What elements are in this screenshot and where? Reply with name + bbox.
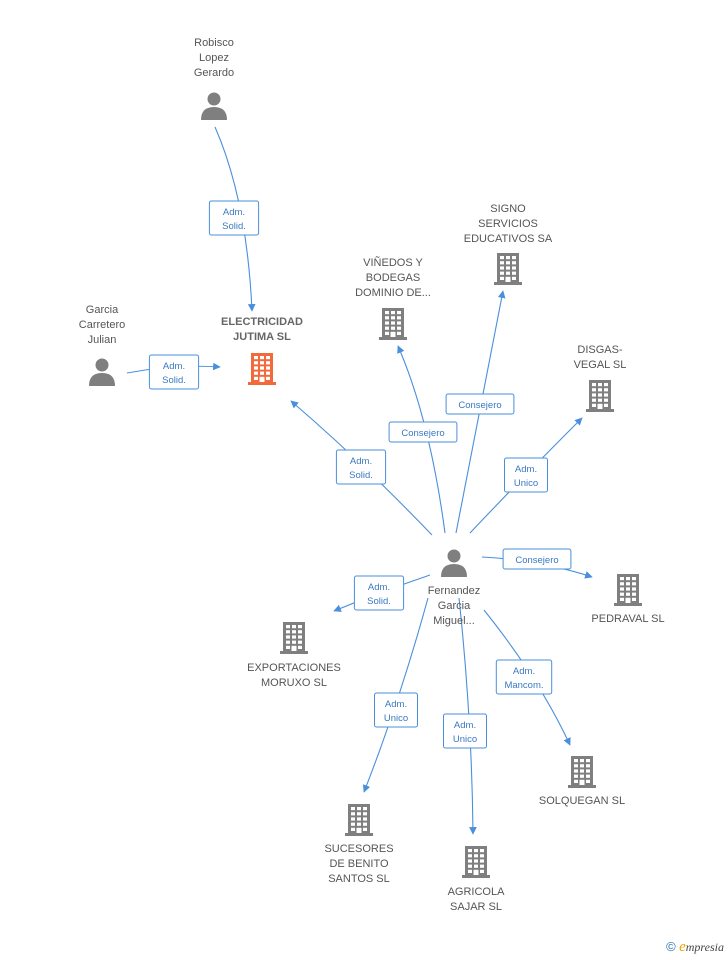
node-label: EDUCATIVOS SA bbox=[464, 233, 553, 245]
edge-label-garcia-electricidad[interactable]: Adm. Solid. bbox=[148, 354, 200, 390]
edge-label-fernandez-disgas[interactable]: Adm. Unico bbox=[504, 457, 548, 493]
node-label: AGRICOLA bbox=[448, 886, 506, 898]
edge-label-box bbox=[148, 354, 200, 390]
node-label: SOLQUEGAN SL bbox=[539, 795, 625, 807]
edge-label-text: Solid. bbox=[349, 470, 373, 481]
node-agricola[interactable]: AGRICOLA SAJAR SL bbox=[448, 846, 506, 913]
node-label: Robisco bbox=[194, 37, 234, 49]
edge-label-box bbox=[374, 692, 418, 728]
node-vinedos[interactable]: VIÑEDOS Y BODEGAS DOMINIO DE... bbox=[355, 256, 431, 340]
edge-label-fernandez-agricola[interactable]: Adm. Unico bbox=[443, 713, 487, 749]
empresia-logo: © empresia bbox=[666, 939, 724, 955]
edge-label-fernandez-signo[interactable]: Consejero bbox=[445, 393, 515, 415]
node-label: Miguel... bbox=[433, 615, 475, 627]
building-icon bbox=[614, 574, 642, 606]
edge-label-text: Solid. bbox=[367, 596, 391, 607]
edge-label-text: Solid. bbox=[222, 221, 246, 232]
edge-label-box bbox=[335, 449, 387, 485]
node-label: SANTOS SL bbox=[328, 873, 390, 885]
node-pedraval[interactable]: PEDRAVAL SL bbox=[591, 574, 665, 625]
edge-label-fernandez-solquegan[interactable]: Adm. Mancom. bbox=[495, 659, 553, 695]
node-label: DISGAS- bbox=[577, 344, 623, 356]
building-icon bbox=[586, 380, 614, 412]
edge-label-text: Adm. bbox=[513, 666, 535, 677]
edge-label-fernandez-pedraval[interactable]: Consejero bbox=[502, 548, 572, 570]
node-signo[interactable]: SIGNO SERVICIOS EDUCATIVOS SA bbox=[464, 203, 553, 285]
building-icon bbox=[379, 308, 407, 340]
edge-label-text: Consejero bbox=[458, 400, 501, 411]
edge-label-text: Adm. bbox=[515, 464, 537, 475]
node-label: MORUXO SL bbox=[261, 677, 327, 689]
edge-label-text: Adm. bbox=[385, 699, 407, 710]
node-label: DE BENITO bbox=[329, 858, 389, 870]
node-label: SAJAR SL bbox=[450, 901, 502, 913]
node-label: SIGNO bbox=[490, 203, 526, 215]
edge-label-fernandez-electricidad[interactable]: Adm. Solid. bbox=[335, 449, 387, 485]
node-electricidad[interactable]: ELECTRICIDAD JUTIMA SL bbox=[221, 316, 303, 385]
node-label: Gerardo bbox=[194, 67, 234, 79]
node-label: Garcia bbox=[86, 304, 119, 316]
edge-label-text: Consejero bbox=[401, 428, 444, 439]
building-icon bbox=[494, 253, 522, 285]
node-label: BODEGAS bbox=[366, 272, 420, 284]
node-label: SERVICIOS bbox=[478, 218, 538, 230]
edge-label-text: Consejero bbox=[515, 555, 558, 566]
edge-label-box bbox=[388, 421, 458, 443]
node-solquegan[interactable]: SOLQUEGAN SL bbox=[539, 756, 625, 807]
edge-label-text: Unico bbox=[384, 713, 408, 724]
building-icon bbox=[248, 353, 276, 385]
edge-label-text: Solid. bbox=[162, 375, 186, 386]
edge-label-box bbox=[353, 575, 405, 611]
edge-label-text: Adm. bbox=[163, 361, 185, 372]
node-label: DOMINIO DE... bbox=[355, 287, 431, 299]
edge-label-text: Adm. bbox=[454, 720, 476, 731]
node-label: VIÑEDOS Y bbox=[363, 256, 423, 269]
node-fernandez[interactable]: FernandezGarciaMiguel... bbox=[428, 549, 481, 628]
node-label: EXPORTACIONES bbox=[247, 662, 341, 674]
edge-label-box bbox=[495, 659, 553, 695]
edge-fernandez-signo bbox=[455, 290, 506, 534]
building-icon bbox=[462, 846, 490, 878]
edge-label-box bbox=[208, 200, 260, 236]
edge-label-text: Adm. bbox=[223, 207, 245, 218]
node-label: PEDRAVAL SL bbox=[591, 613, 664, 625]
person-icon bbox=[89, 358, 115, 386]
edge-label-fernandez-vinedos[interactable]: Consejero bbox=[388, 421, 458, 443]
person-icon bbox=[441, 549, 467, 577]
node-label: JUTIMA SL bbox=[233, 331, 291, 343]
node-label: SUCESORES bbox=[324, 843, 393, 855]
person-icon bbox=[201, 92, 227, 120]
node-sucesores[interactable]: SUCESORES DE BENITO SANTOS SL bbox=[324, 804, 394, 885]
edge-label-text: Adm. bbox=[350, 456, 372, 467]
edge-label-fernandez-sucesores[interactable]: Adm. Unico bbox=[374, 692, 418, 728]
node-disgas[interactable]: DISGAS- VEGAL SL bbox=[574, 344, 627, 412]
building-icon bbox=[345, 804, 373, 836]
edge-label-box bbox=[443, 713, 487, 749]
edge-label-text: Mancom. bbox=[504, 680, 543, 691]
node-exportaciones[interactable]: EXPORTACIONES MORUXO SL bbox=[247, 622, 341, 689]
edge-label-box bbox=[502, 548, 572, 570]
node-label: Carretero bbox=[79, 319, 125, 331]
edge-label-box bbox=[445, 393, 515, 415]
node-label: Julian bbox=[88, 334, 117, 346]
copyright-icon: © bbox=[666, 939, 676, 954]
node-label: Garcia bbox=[438, 600, 471, 612]
edge-label-text: Adm. bbox=[368, 582, 390, 593]
building-icon bbox=[280, 622, 308, 654]
edge-label-box bbox=[504, 457, 548, 493]
building-icon bbox=[568, 756, 596, 788]
node-label: Lopez bbox=[199, 52, 229, 64]
edge-label-fernandez-exportaciones[interactable]: Adm. Solid. bbox=[353, 575, 405, 611]
node-label: ELECTRICIDAD bbox=[221, 316, 303, 328]
edge-label-robisco-electricidad[interactable]: Adm. Solid. bbox=[208, 200, 260, 236]
node-label: VEGAL SL bbox=[574, 359, 627, 371]
edge-label-text: Unico bbox=[453, 734, 477, 745]
edge-label-text: Unico bbox=[514, 478, 538, 489]
node-label: Fernandez bbox=[428, 585, 481, 597]
